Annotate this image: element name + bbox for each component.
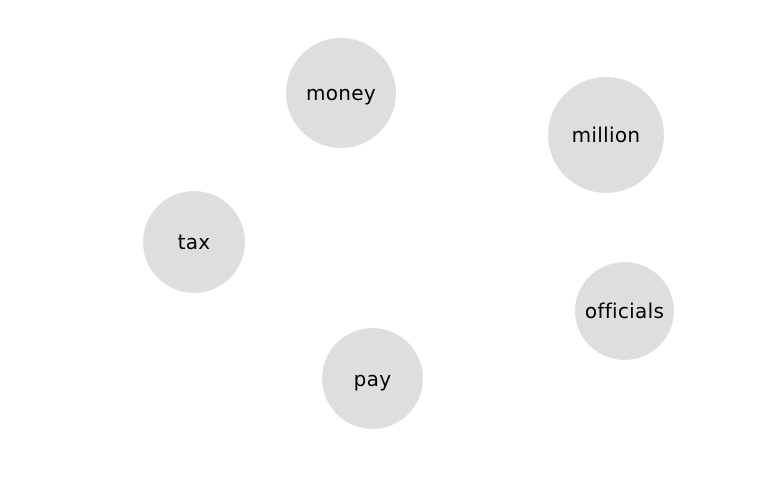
- bubble-node-money: money: [286, 38, 396, 148]
- node-label-million: million: [571, 123, 641, 147]
- node-label-officials: officials: [584, 299, 665, 323]
- bubble-node-officials: officials: [575, 262, 674, 360]
- node-label-tax: tax: [177, 230, 211, 254]
- node-label-money: money: [305, 81, 377, 105]
- bubble-node-pay: pay: [322, 328, 423, 429]
- node-label-pay: pay: [353, 366, 392, 391]
- bubble-node-million: million: [548, 77, 664, 193]
- bubble-node-tax: tax: [143, 191, 245, 293]
